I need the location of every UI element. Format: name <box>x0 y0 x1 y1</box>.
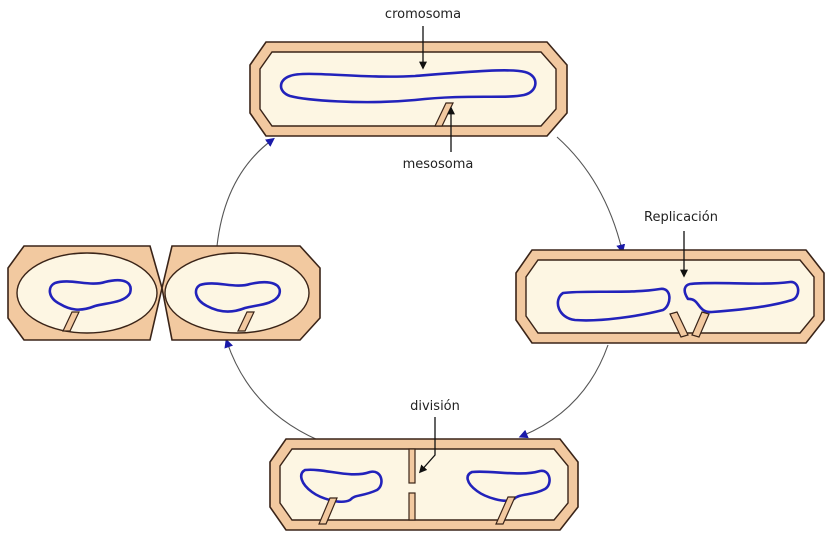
label-division: división <box>410 399 460 414</box>
cycle-arrow-top-to-right <box>557 137 622 250</box>
cycle-arrow-bottom-to-left <box>227 342 318 440</box>
cytoplasm <box>280 449 568 520</box>
daughter-cells <box>8 246 320 340</box>
septum-top <box>409 449 415 483</box>
septum-bottom <box>409 493 415 520</box>
cytoplasm <box>260 52 556 126</box>
cell-dividing <box>270 439 578 530</box>
label-replicacion: Replicación <box>644 210 718 225</box>
label-cromosoma: cromosoma <box>385 7 461 22</box>
daughter-cytoplasm-right <box>165 253 309 333</box>
cycle-arrow-right-to-bottom <box>522 345 608 436</box>
cycle-arrow-left-to-top <box>217 140 272 246</box>
cell-replicating <box>516 250 824 343</box>
cell-with-chromosome <box>250 42 567 136</box>
label-mesosoma: mesosoma <box>403 157 474 172</box>
daughter-cytoplasm-left <box>17 253 157 333</box>
